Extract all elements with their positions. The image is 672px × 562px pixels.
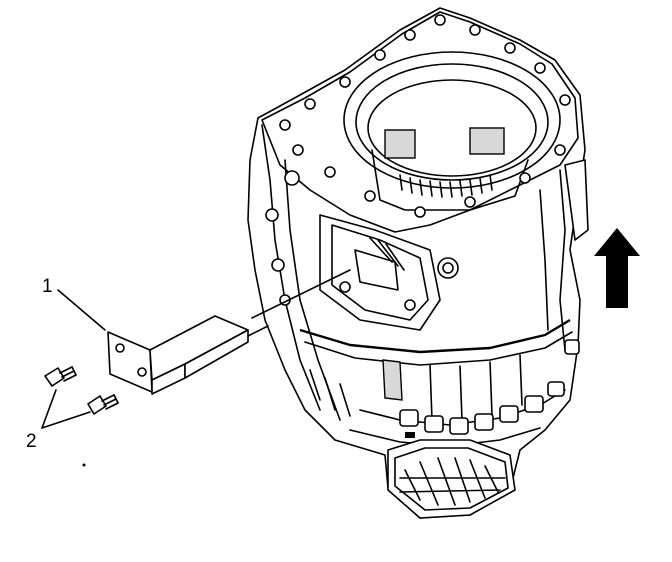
mounting-bracket (107, 269, 351, 395)
lower-bolt-bosses (399, 339, 580, 438)
callout-leaders (41, 289, 106, 429)
valve-body-opening (319, 214, 459, 331)
bolt-upper (44, 366, 77, 387)
internal-gear-teeth (371, 127, 529, 211)
up-arrow-icon (594, 228, 640, 308)
flange-bolt-holes (279, 14, 571, 218)
callout-1: 1 (42, 276, 53, 297)
callout-2: 2 (26, 431, 37, 452)
transmission-case (247, 7, 589, 519)
bracket-bolts (44, 366, 119, 415)
extension-housing (387, 439, 516, 519)
bolt-lower (87, 394, 119, 415)
